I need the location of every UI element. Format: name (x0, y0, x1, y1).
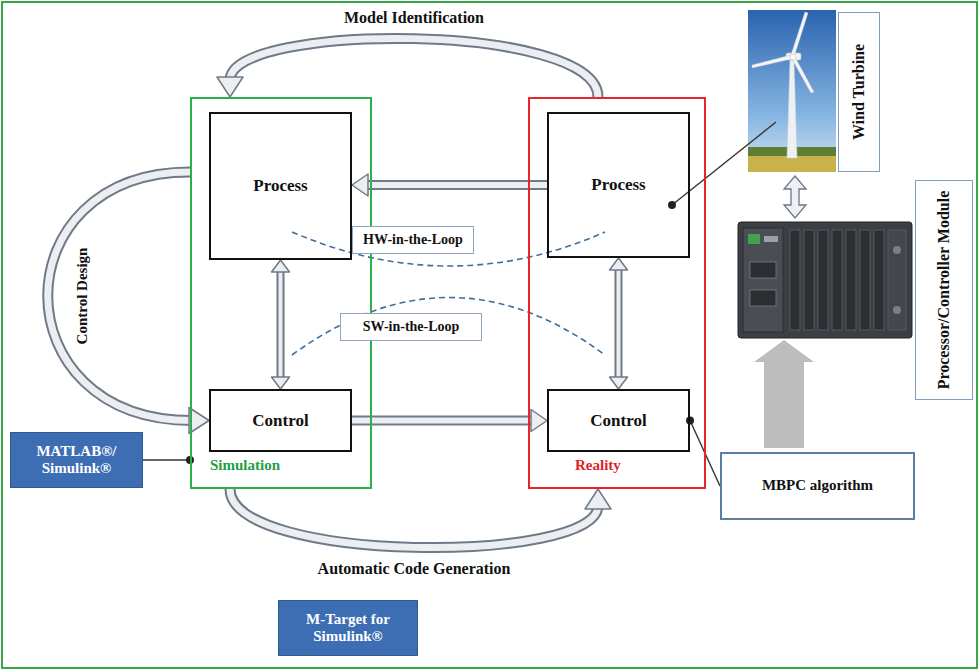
module-housing (738, 222, 912, 338)
algorithm-box: MBPC algorithm (720, 452, 915, 520)
sw-loop-curve (292, 298, 605, 356)
arrow-body (230, 489, 598, 548)
tool-label: M-Target for Simulink® (278, 600, 418, 656)
node-text: Control (590, 411, 646, 431)
double-arrow (784, 176, 806, 218)
loop-label: SW-in-the-Loop (340, 313, 482, 341)
arrow-body (230, 38, 598, 97)
turbine-blade (792, 57, 814, 93)
arrow-outline (48, 172, 192, 421)
arrow-outline (277, 270, 285, 379)
edge-label: Automatic Code Generation (318, 560, 511, 578)
edge-label: Control Design (74, 248, 91, 345)
tool-label: MATLAB®/ Simulink® (10, 432, 143, 488)
arrow-outline (352, 416, 533, 426)
node-text: HW-in-the-Loop (363, 232, 463, 248)
frame-title: Simulation (210, 457, 280, 474)
arrow-body (279, 270, 283, 379)
arrow-head (217, 77, 243, 97)
process-box: Process (209, 112, 352, 260)
module-screw (893, 306, 901, 314)
module-slot (790, 230, 800, 330)
edge-label: Model Identification (344, 9, 484, 27)
flow-arrow (48, 172, 209, 434)
module-slot (818, 230, 828, 330)
module-port (750, 290, 776, 306)
arrow-outline (366, 180, 547, 190)
module-slot (888, 230, 906, 330)
arrow-head (352, 174, 368, 196)
control-box: Control (547, 389, 690, 452)
leader-dot (686, 417, 694, 425)
loop-label: HW-in-the-Loop (352, 226, 474, 254)
turbine-tower (787, 60, 797, 158)
node-text: M-Target for Simulink® (283, 611, 413, 646)
control-box: Control (209, 389, 352, 452)
arrow-head (610, 377, 628, 389)
upload-arrow (754, 340, 814, 448)
arrow-outline (230, 38, 598, 97)
module-slot (874, 230, 884, 330)
turbine-blade (791, 12, 808, 57)
module-connector (748, 234, 760, 244)
arrow-head (272, 377, 290, 389)
arrow-head (531, 410, 547, 432)
vertical-label: Wind Turbine (838, 12, 880, 172)
wind-turbine-photo (748, 10, 836, 172)
flow-arrow (352, 410, 547, 432)
node-text: Processor/Controller Module (935, 186, 953, 394)
leader-line (672, 122, 776, 205)
flow-arrow (217, 38, 598, 97)
arrow-head (610, 258, 628, 270)
node-text: Process (253, 176, 307, 196)
reality-frame: Reality ProcessControl (528, 97, 706, 489)
leader-line (686, 417, 720, 487)
module-slot (804, 230, 814, 330)
arrow-body (352, 418, 533, 424)
node-text: Process (591, 175, 645, 195)
module-slot (860, 230, 870, 330)
arrow-outline (230, 489, 598, 548)
arrow-head (272, 260, 290, 272)
sky (748, 10, 836, 172)
flow-arrow (230, 489, 611, 548)
module-led-strip (764, 236, 778, 242)
process-box: Process (547, 112, 690, 258)
simulation-frame: Simulation ProcessControl (190, 97, 372, 489)
frame-title: Reality (575, 457, 621, 474)
module-slot (832, 230, 842, 330)
leader-line (143, 456, 194, 464)
arrow-head (585, 489, 611, 509)
module-screw (893, 246, 901, 254)
arrow-body (366, 182, 547, 188)
module-slot (846, 230, 856, 330)
leader-stroke (143, 459, 190, 460)
turbine-blade (752, 55, 791, 68)
arrow-head (189, 408, 209, 434)
leader-dot (668, 201, 676, 209)
controller-module-photo (738, 222, 912, 338)
node-text: MBPC algorithm (762, 477, 873, 494)
node-text: Wind Turbine (850, 18, 868, 166)
arrow-body (48, 172, 192, 421)
turbine-hub (790, 54, 796, 60)
arrow-body (617, 268, 621, 379)
flow-arrow (610, 258, 628, 389)
field (748, 156, 836, 172)
node-text: MATLAB®/ Simulink® (15, 443, 138, 478)
flow-arrow (272, 260, 290, 389)
node-text: Control (252, 411, 308, 431)
module-cpu-panel (743, 228, 783, 332)
node-text: SW-in-the-Loop (363, 319, 460, 335)
vertical-label: Processor/Controller Module (915, 180, 973, 400)
flow-arrow (352, 174, 547, 196)
module-port (750, 262, 776, 278)
arrow-outline (615, 268, 623, 379)
